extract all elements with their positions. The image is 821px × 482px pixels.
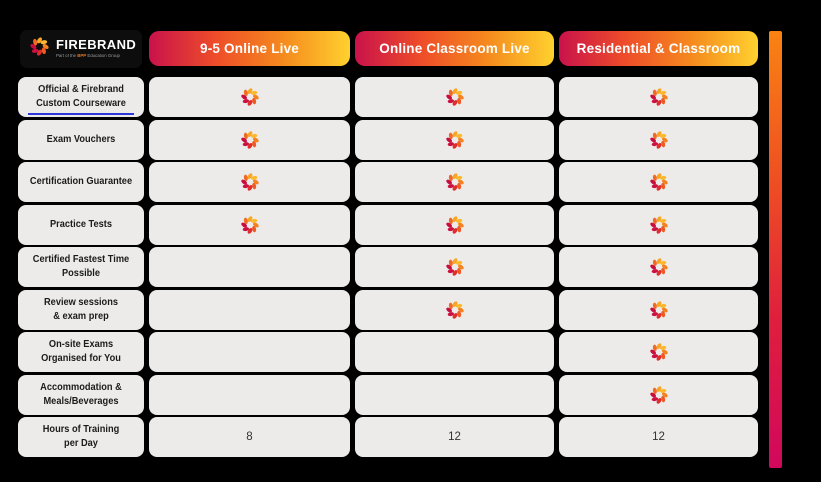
firebrand-swirl-icon	[30, 37, 49, 56]
feature-cell-included	[355, 289, 554, 330]
firebrand-swirl-icon	[445, 88, 464, 106]
feature-cell-included	[559, 162, 758, 202]
firebrand-swirl-icon	[240, 88, 259, 106]
active-underline	[28, 113, 134, 115]
row-label: Certification Guarantee	[18, 162, 144, 202]
feature-cell-value: 8	[149, 417, 350, 457]
row-label: Exam Vouchers	[18, 119, 144, 160]
feature-cell-empty	[149, 247, 350, 287]
cell-value-text: 12	[448, 431, 461, 443]
feature-cell-included	[559, 204, 758, 245]
feature-cell-empty	[149, 289, 350, 330]
feature-cell-included	[355, 204, 554, 245]
feature-cell-included	[559, 119, 758, 160]
firebrand-swirl-icon	[649, 215, 668, 234]
row-label: Practice Tests	[18, 204, 144, 245]
row-label-text: Exam Vouchers	[46, 132, 116, 145]
firebrand-swirl-icon	[649, 343, 668, 361]
firebrand-swirl-icon	[240, 215, 259, 234]
row-label: Hours of Training per Day	[18, 417, 144, 457]
firebrand-swirl-icon	[240, 173, 259, 191]
feature-cell-included	[355, 77, 554, 117]
firebrand-swirl-icon	[649, 173, 668, 191]
brand-logo: FIREBRAND Part of the BPP Education Grou…	[20, 30, 142, 68]
row-label-text: Hours of Training per Day	[42, 423, 120, 449]
row-label-text: On-site Exams Organised for You	[41, 338, 121, 364]
tagline-bpp: BPP	[77, 53, 87, 58]
feature-cell-empty	[355, 332, 554, 372]
feature-cell-included	[355, 247, 554, 287]
feature-cell-included	[355, 119, 554, 160]
feature-cell-included	[559, 332, 758, 372]
firebrand-swirl-icon	[445, 300, 464, 319]
row-label: Review sessions & exam prep	[18, 289, 144, 330]
feature-cell-value: 12	[355, 417, 554, 457]
row-label-text: Accommodation & Meals/Beverages	[40, 380, 122, 407]
firebrand-swirl-icon	[28, 35, 51, 63]
brand-name: FIREBRAND	[56, 37, 137, 53]
row-label-text: Practice Tests	[50, 217, 112, 230]
feature-cell-included	[149, 119, 350, 160]
row-label: Certified Fastest Time Possible	[18, 247, 144, 287]
column-header-pill: Online Classroom Live	[355, 31, 554, 66]
firebrand-swirl-icon	[445, 215, 464, 234]
tagline-prefix: Part of the	[56, 53, 77, 58]
firebrand-swirl-icon	[649, 258, 668, 276]
cell-value-text: 12	[652, 431, 665, 443]
feature-cell-included	[559, 247, 758, 287]
feature-cell-value: 12	[559, 417, 758, 457]
firebrand-swirl-icon	[445, 258, 464, 276]
row-label: Official & Firebrand Custom Courseware	[18, 77, 144, 117]
row-label: Accommodation & Meals/Beverages	[18, 374, 144, 415]
firebrand-swirl-icon	[445, 173, 464, 191]
firebrand-swirl-icon	[649, 300, 668, 319]
firebrand-swirl-icon	[649, 88, 668, 106]
column-header-pill: 9-5 Online Live	[149, 31, 350, 66]
feature-cell-empty	[355, 374, 554, 415]
brand-text: FIREBRAND Part of the BPP Education Grou…	[56, 38, 159, 59]
tagline-suffix: Education Group	[87, 53, 120, 58]
header-spacer	[18, 31, 144, 66]
row-label-text: Certified Fastest Time Possible	[32, 253, 130, 279]
feature-cell-included	[559, 374, 758, 415]
feature-cell-empty	[149, 332, 350, 372]
feature-cell-included	[149, 162, 350, 202]
feature-cell-included	[559, 77, 758, 117]
feature-cell-included	[149, 77, 350, 117]
row-label: On-site Exams Organised for You	[18, 332, 144, 372]
cell-value-text: 8	[246, 431, 253, 443]
firebrand-swirl-icon	[445, 130, 464, 149]
column-header-pill: Residential & Classroom	[559, 31, 758, 66]
row-label-text: Official & Firebrand Custom Courseware	[36, 83, 126, 109]
feature-cell-included	[149, 204, 350, 245]
brand-tagline: Part of the BPP Education Group	[56, 54, 120, 58]
firebrand-swirl-icon	[240, 130, 259, 149]
gradient-accent-bar	[769, 31, 782, 468]
firebrand-swirl-icon	[649, 130, 668, 149]
row-label-text: Certification Guarantee	[29, 175, 133, 188]
feature-cell-included	[355, 162, 554, 202]
row-label-text: Review sessions & exam prep	[44, 295, 118, 322]
firebrand-swirl-icon	[649, 385, 668, 404]
feature-cell-empty	[149, 374, 350, 415]
feature-cell-included	[559, 289, 758, 330]
